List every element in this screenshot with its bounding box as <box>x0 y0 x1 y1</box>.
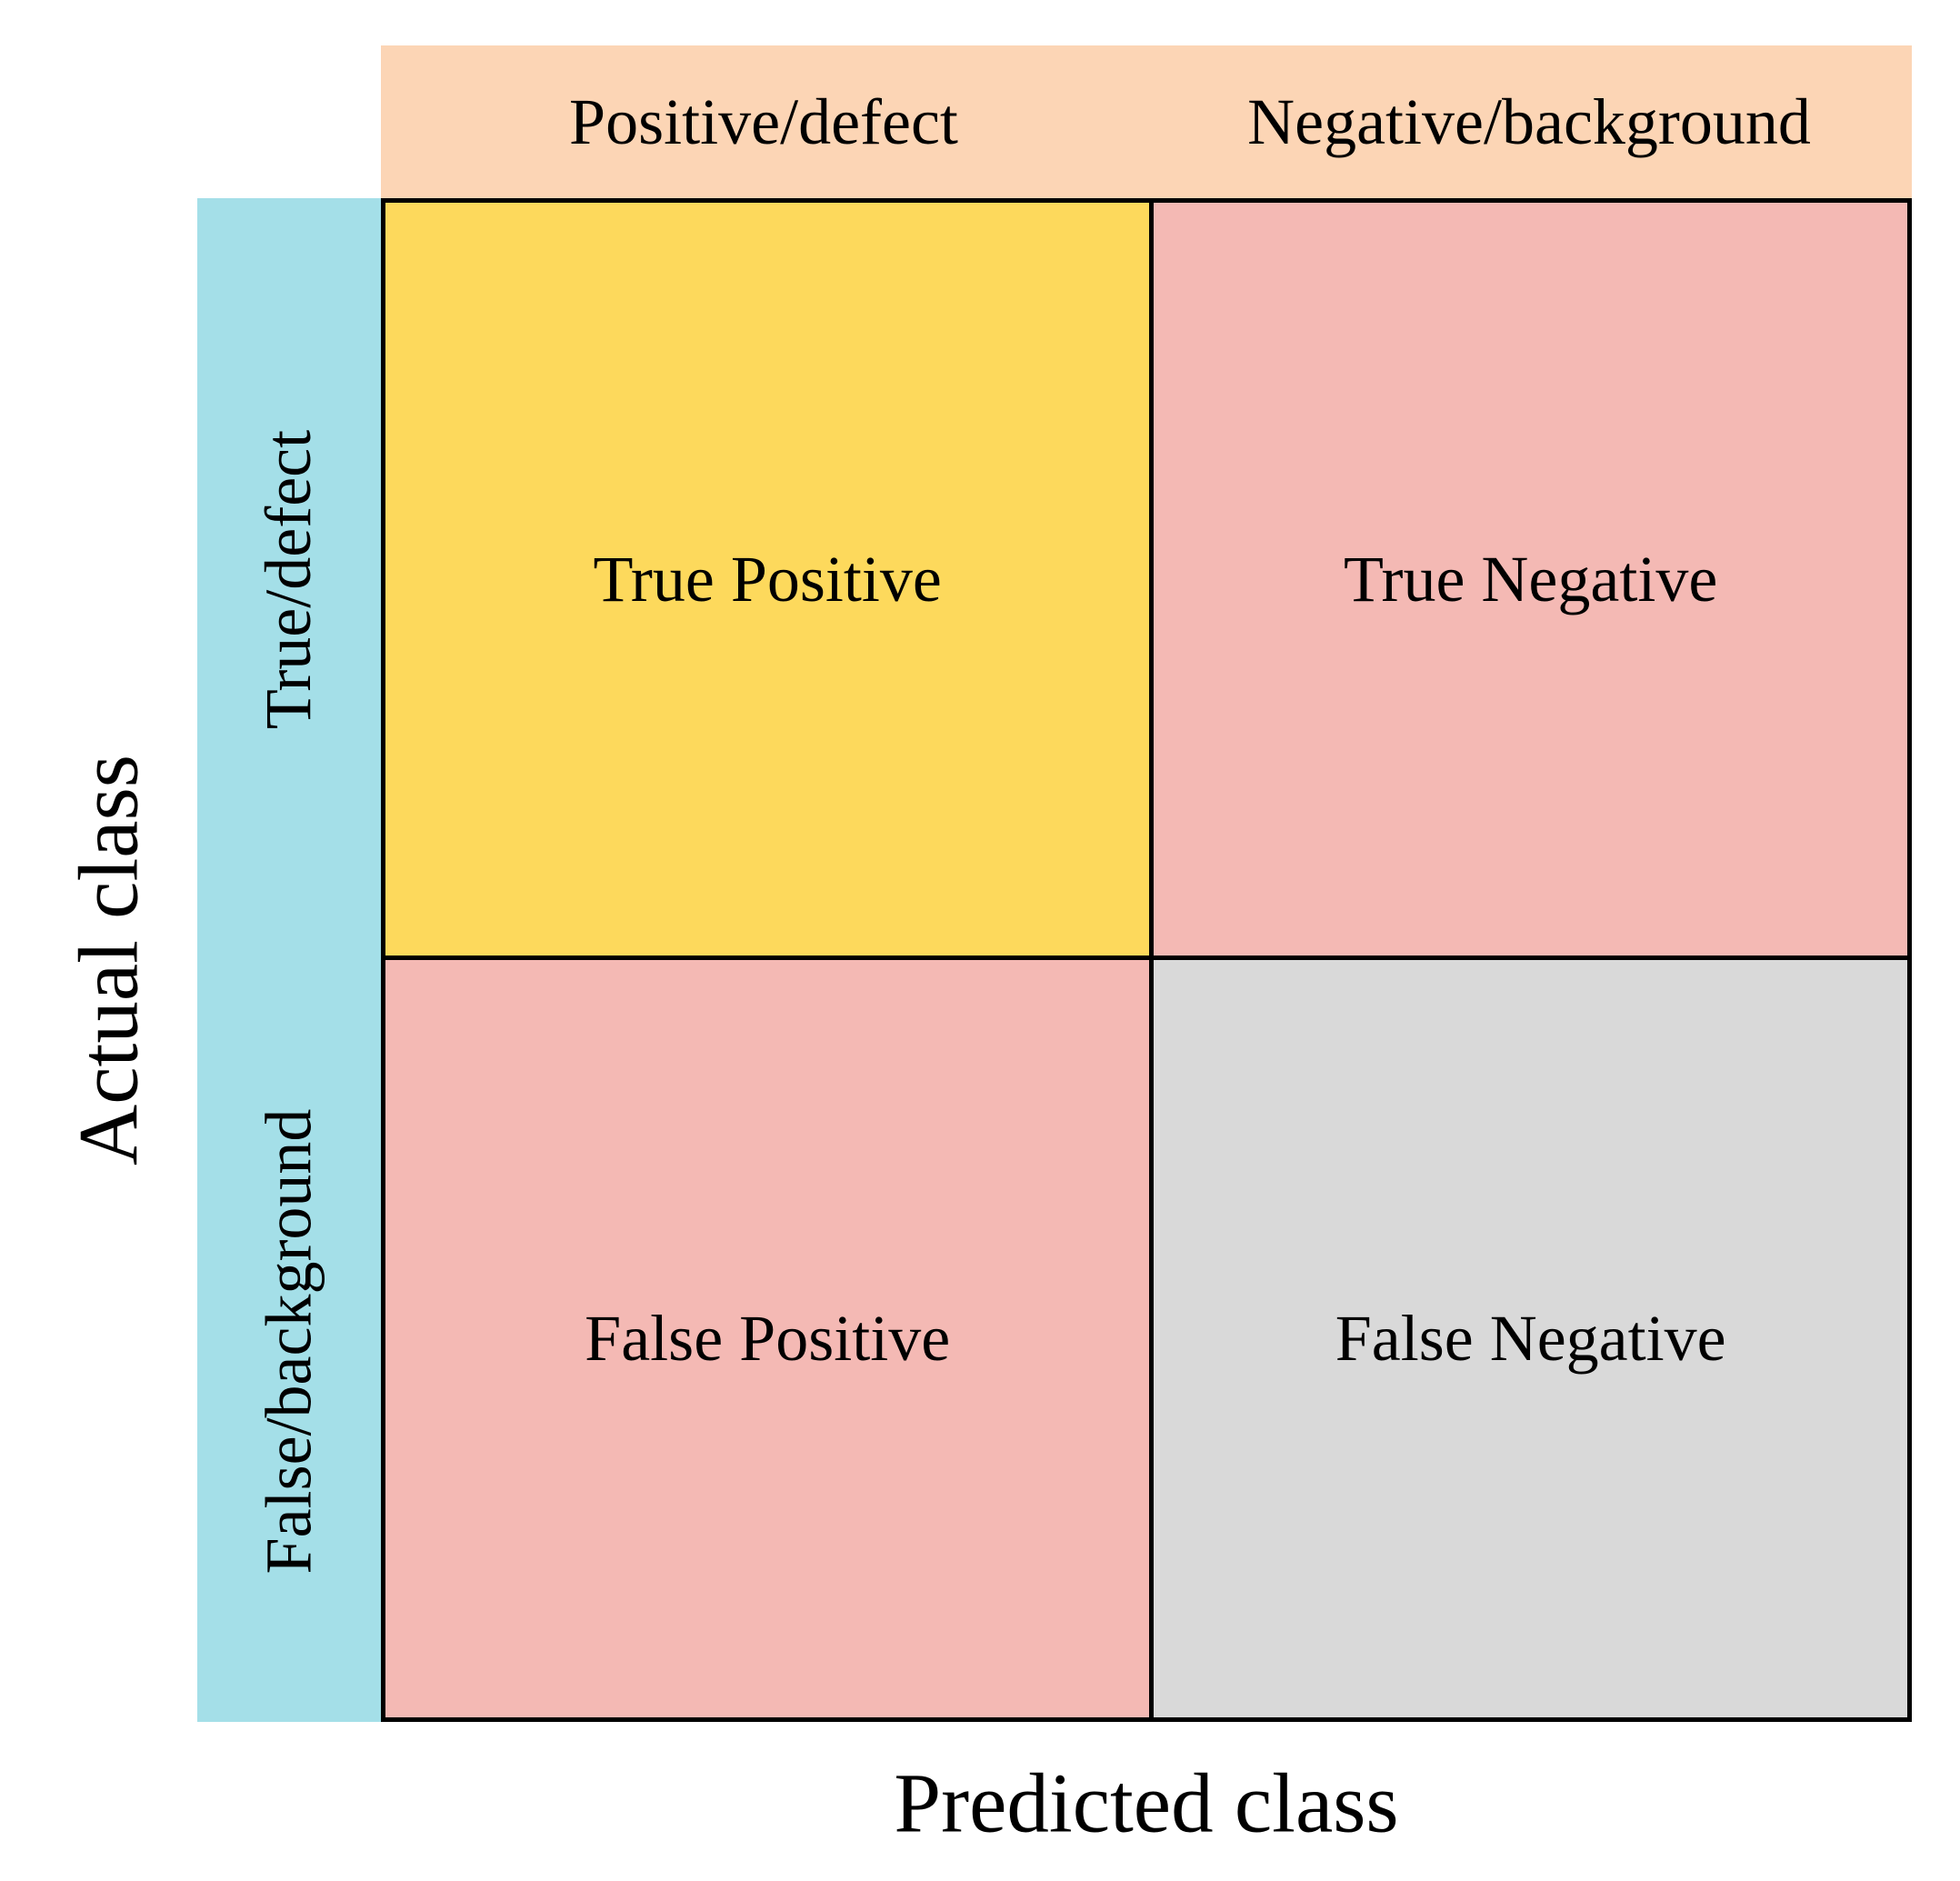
row-header-false-background: False/background <box>197 960 381 1722</box>
predicted-class-header-band: Positive/defect Negative/background <box>381 45 1912 198</box>
column-header-positive-defect: Positive/defect <box>569 85 958 158</box>
actual-class-sidebar-band: True/defect False/background <box>197 198 381 1722</box>
x-axis-label: Predicted class <box>894 1756 1399 1851</box>
row-header-true-defect-label: True/defect <box>252 429 325 729</box>
cell-true-positive: True Positive <box>385 203 1155 960</box>
cell-false-positive: False Positive <box>385 960 1155 1717</box>
confusion-matrix-grid: True Positive True Negative False Positi… <box>381 198 1912 1722</box>
column-header-negative-background: Negative/background <box>1247 85 1811 158</box>
row-header-false-background-label: False/background <box>252 1108 325 1574</box>
y-axis-label: Actual class <box>62 755 156 1166</box>
cell-false-negative: False Negative <box>1154 960 1907 1717</box>
cell-false-negative-label: False Negative <box>1335 1302 1726 1375</box>
cell-false-positive-label: False Positive <box>585 1302 951 1375</box>
cell-true-positive-label: True Positive <box>593 542 942 615</box>
cell-true-negative: True Negative <box>1154 203 1907 960</box>
row-header-true-defect: True/defect <box>197 198 381 960</box>
cell-true-negative-label: True Negative <box>1344 542 1718 615</box>
